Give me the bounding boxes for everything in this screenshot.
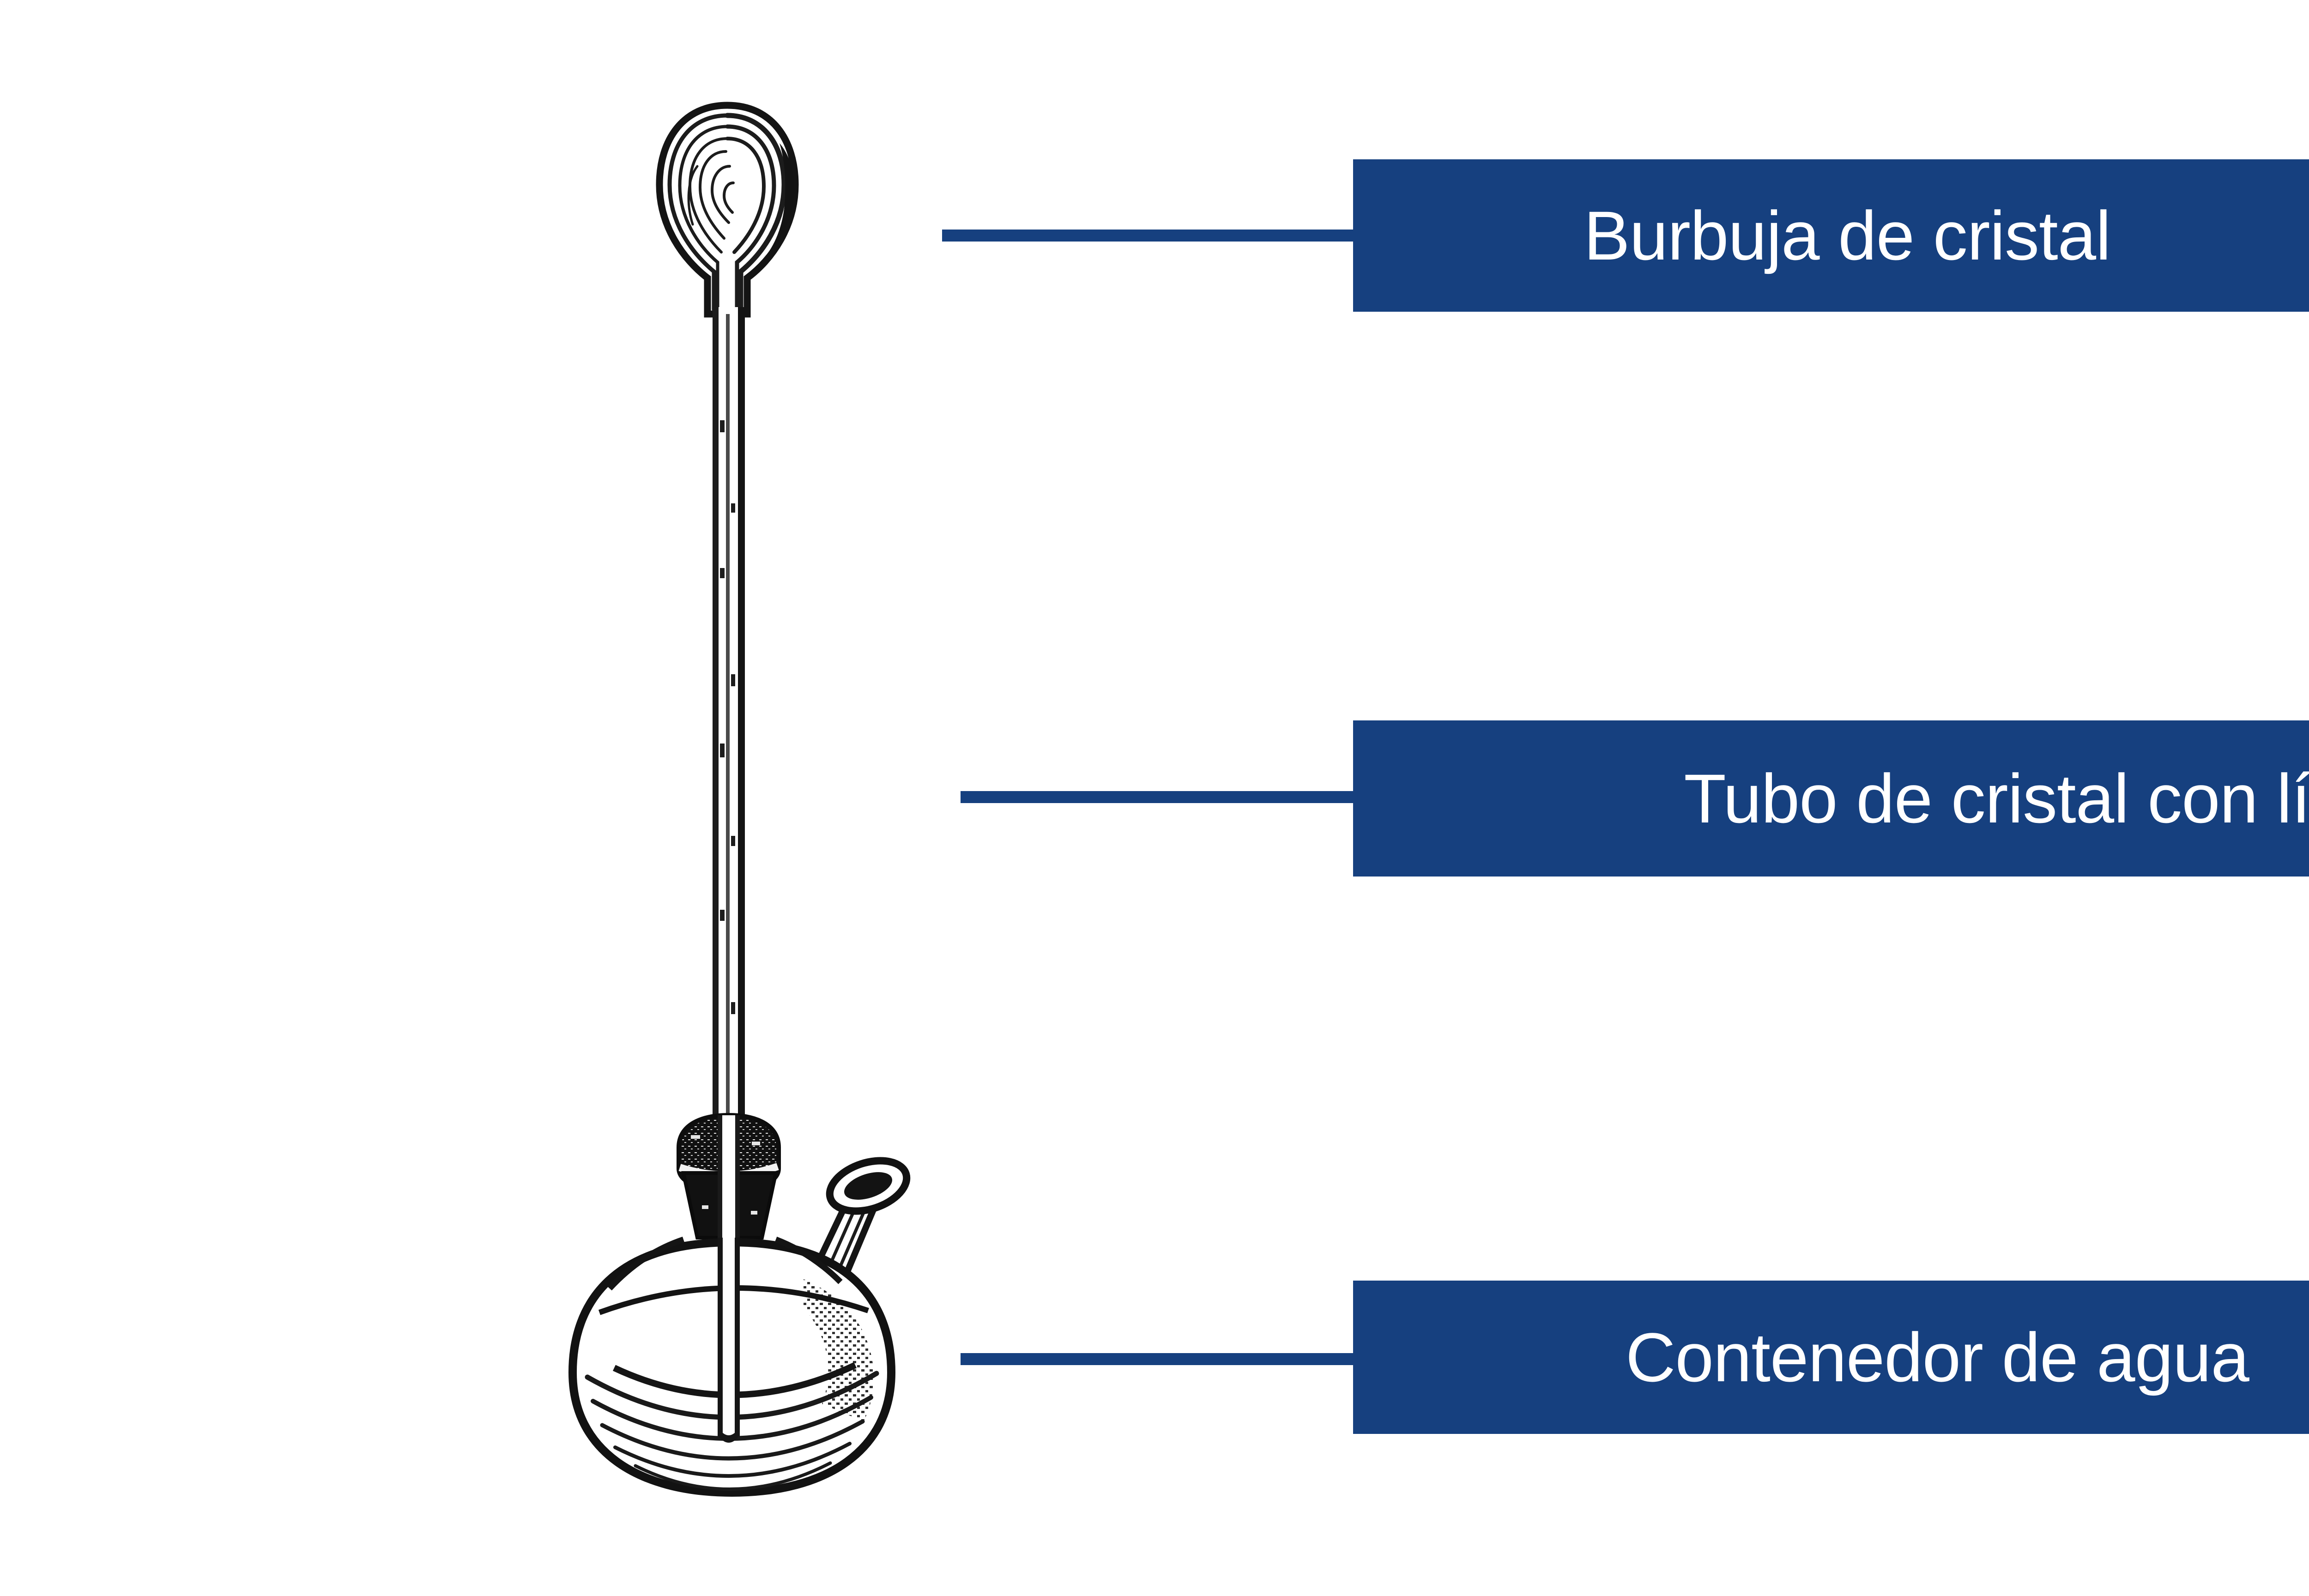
label-box-container: Contenedor de agua	[1353, 1281, 2309, 1434]
label-box-tube: Tubo de cristal con líquido tintado	[1353, 720, 2309, 877]
label-text-bulb: Burbuja de cristal	[1584, 197, 2111, 274]
cork-stopper-illustration	[677, 1112, 781, 1249]
label-text-container: Contenedor de agua	[1626, 1318, 2249, 1396]
thermoscope-illustration	[545, 97, 961, 1505]
glass-bulb-illustration	[656, 102, 799, 318]
label-box-bulb: Burbuja de cristal	[1353, 159, 2309, 312]
water-container-illustration	[568, 1236, 896, 1497]
label-text-tube: Tubo de cristal con líquido tintado	[1684, 760, 2309, 837]
glass-tube-illustration	[713, 307, 745, 1143]
connector-line-tube	[961, 791, 1355, 803]
connector-line-container	[961, 1353, 1355, 1365]
connector-line-bulb	[942, 230, 1355, 242]
